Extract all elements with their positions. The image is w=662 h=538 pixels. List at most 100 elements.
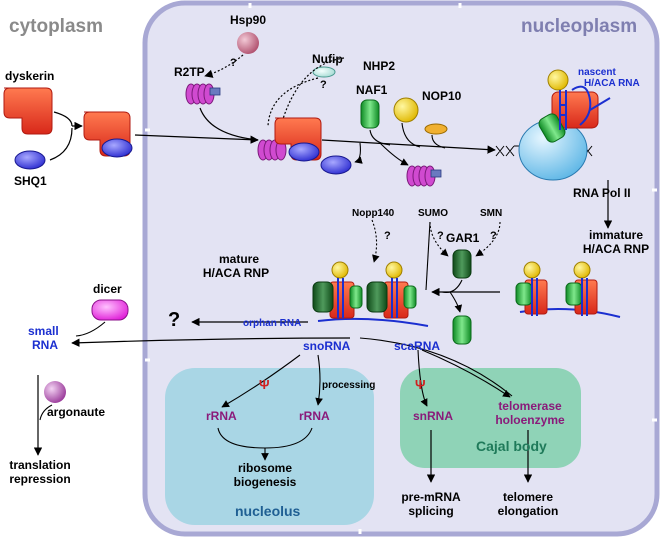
telomerase-label-2: holoenzyme [495, 413, 565, 427]
orphan-question: ? [168, 309, 181, 331]
r2tp-in-complex [257, 139, 287, 161]
nopp140-arrow [371, 219, 380, 263]
snrna-label: snRNA [413, 409, 454, 423]
r2tp-label: R2TP [174, 65, 205, 79]
scarna-psi-arrow [417, 349, 428, 407]
nop10-join-line [431, 134, 446, 149]
nopp140-question: ? [384, 230, 391, 242]
nuclear-pores [145, 3, 657, 534]
mature-label-1: mature [218, 252, 259, 266]
nopp140-label: Nopp140 [352, 208, 395, 219]
rrna-right-label: rRNA [299, 409, 330, 423]
nufip-question: ? [320, 79, 327, 91]
scarna-telomerase-arrow [421, 349, 511, 398]
small-rna-label-1: small [28, 324, 59, 338]
smn-question: ? [490, 230, 497, 242]
orphan-rna-label: orphan RNA [243, 318, 302, 329]
naf1-label: NAF1 [356, 83, 388, 97]
shq1-protein-bound [101, 138, 133, 158]
nhp2-label: NHP2 [363, 59, 396, 73]
sumo-question: ? [437, 230, 444, 242]
telomerase-label-1: telomerase [498, 399, 562, 413]
ribosome-label-2: biogenesis [233, 475, 297, 489]
shq1-label: SHQ1 [14, 174, 47, 188]
small-rna-label-2: RNA [32, 338, 58, 352]
psi-snorna: Ψ [259, 377, 270, 392]
cytoplasm-label: cytoplasm [9, 16, 103, 37]
naf1-released [452, 315, 472, 345]
gar1-protein [452, 249, 472, 279]
r2tp-release-arrow [379, 142, 409, 166]
gar1-join-arrow [441, 279, 463, 294]
rna-pol-ii-label: RNA Pol II [573, 186, 631, 200]
immature-rnp [515, 261, 621, 318]
dicer-protein [91, 299, 129, 321]
r2tp-to-complex-arrow [199, 107, 259, 141]
mature-rnp [312, 261, 429, 327]
immature-label-1: immature [588, 228, 644, 242]
mature-label-2: H/ACA RNP [202, 266, 270, 280]
dyskerin-protein-free [3, 87, 53, 135]
hsp90-label: Hsp90 [230, 13, 267, 27]
r2tp-released [406, 165, 442, 187]
shq1-release-arrow [354, 142, 363, 164]
gar1-label: GAR1 [446, 231, 480, 245]
argonaute-arrow [39, 404, 53, 421]
sumo-arrow-2 [425, 221, 431, 291]
snorna-processing-arrow [315, 354, 323, 406]
translation-label-2: repression [9, 472, 71, 486]
nascent-rnp [538, 69, 611, 143]
smn-label: SMN [480, 208, 503, 219]
main-assembly-arrow [321, 139, 496, 154]
dyskerin-shq1-merge-arrow [49, 111, 82, 161]
nucleolus-region [165, 368, 374, 525]
telomere-label-2: elongation [497, 504, 559, 518]
snorna-to-telomerase-arrow [359, 337, 513, 397]
nufip-protein [312, 66, 336, 78]
nop10-label: NOP10 [422, 89, 462, 103]
nucleolus-label: nucleolus [235, 503, 301, 519]
snorna-to-small-rna-arrow [71, 337, 351, 347]
cajal-body-region [400, 368, 581, 468]
translation-label-1: translation [9, 458, 71, 472]
immature-label-2: H/ACA RNP [582, 242, 650, 256]
nhp2-protein [393, 97, 419, 123]
telomere-label-1: telomere [502, 490, 554, 504]
dicer-arrow [75, 321, 106, 337]
nufip-to-complex-arrow [267, 77, 319, 127]
dyskerin-label: dyskerin [5, 69, 55, 83]
shq1-protein-complex [288, 142, 320, 162]
cajal-body-label: Cajal body [476, 438, 547, 454]
processing-label: processing [322, 380, 376, 391]
nhp2-to-complex-arrow [281, 57, 345, 123]
sumo-label: SUMO [418, 208, 448, 219]
psi-scarna: Ψ [415, 377, 426, 392]
hsp90-protein [237, 32, 259, 54]
naf1-join-line [369, 129, 391, 146]
import-arrow [134, 134, 259, 144]
shq1-protein-free [14, 150, 46, 170]
rrna-left-label: rRNA [206, 409, 237, 423]
argonaute-protein [44, 381, 66, 403]
nucleoplasm-label: nucleoplasm [521, 16, 638, 37]
premrna-label-2: splicing [408, 504, 454, 518]
premrna-label-1: pre-mRNA [401, 490, 461, 504]
nascent-rna-label-1: nascent [578, 67, 616, 78]
rrna-to-ribosome-arrow [217, 427, 313, 460]
r2tp-complex [185, 83, 221, 105]
hsp90-question: ? [230, 57, 237, 69]
scarna-label: scaRNA [394, 339, 441, 353]
ribosome-label-1: ribosome [237, 461, 292, 475]
hsp90-to-r2tp-arrow [204, 54, 244, 78]
shq1-released [320, 155, 352, 175]
snorna-label: snoRNA [303, 339, 351, 353]
nascent-rna-label-2: H/ACA RNA [584, 78, 640, 89]
naf1-protein [360, 99, 380, 129]
dicer-label: dicer [93, 282, 122, 296]
snorna-psi-arrow [221, 354, 301, 408]
nop10-protein [424, 123, 448, 135]
nufip-label: Nufip [312, 52, 343, 66]
argonaute-label: argonaute [47, 405, 106, 419]
nhp2-join-line [401, 122, 421, 148]
